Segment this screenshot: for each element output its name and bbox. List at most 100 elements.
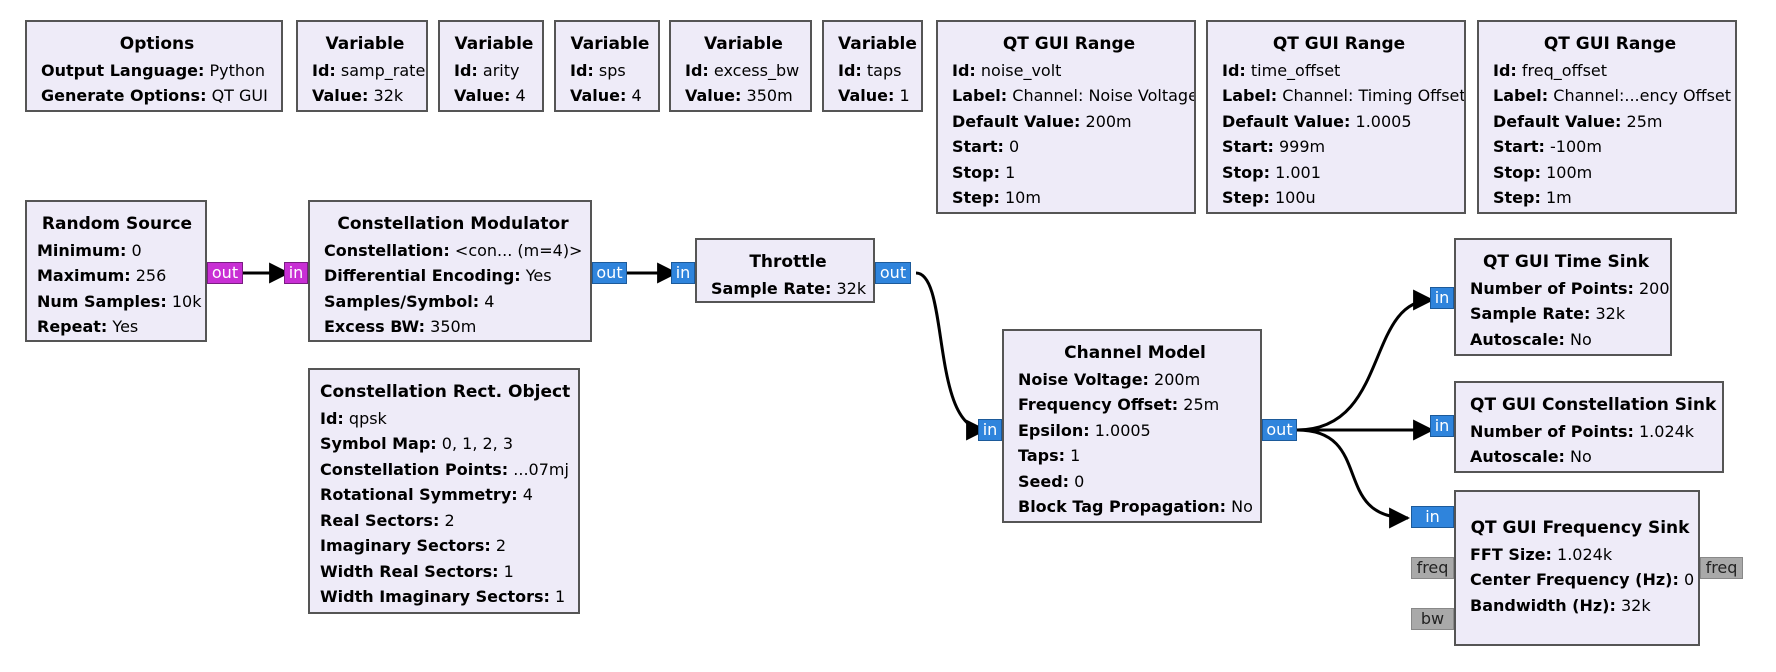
qt-gui-time-sink-block[interactable]: QT GUI Time Sink Number of Points: 200 S…: [1454, 238, 1672, 356]
qt-gui-range-noise-volt[interactable]: QT GUI Range Id: noise_volt Label: Chann…: [936, 20, 1196, 214]
block-title: Variable: [570, 34, 650, 54]
param-rotational-symmetry: Rotational Symmetry: 4: [320, 485, 533, 504]
wire-channel-to-freq-sink[interactable]: [1296, 428, 1411, 529]
param-differential-encoding: Differential Encoding: Yes: [324, 266, 552, 285]
param-sample-rate: Sample Rate: 32k: [1470, 304, 1626, 323]
param-constellation-points: Constellation Points: ...07mj: [320, 459, 569, 479]
param-value: Value: 4: [570, 86, 642, 105]
variable-block-samp-rate[interactable]: Variable Id: samp_rate Value: 32k: [296, 20, 428, 112]
random-source-block[interactable]: Random Source Minimum: 0 Maximum: 256 Nu…: [25, 200, 207, 342]
param-excess-bw: Excess BW: 350m: [324, 317, 477, 336]
param-bandwidth: Bandwidth (Hz): 32k: [1470, 595, 1651, 615]
param-repeat: Repeat: Yes: [37, 317, 139, 336]
block-title: QT GUI Range: [1002, 34, 1136, 54]
param-width-imaginary-sectors: Width Imaginary Sectors: 1: [320, 587, 566, 606]
param-maximum: Maximum: 256: [37, 266, 167, 285]
constellation-modulator-block[interactable]: Constellation Modulator Constellation: <…: [308, 200, 592, 342]
qt-gui-range-freq-offset[interactable]: QT GUI Range Id: freq_offset Label: Chan…: [1477, 20, 1737, 214]
param-sample-rate: Sample Rate: 32k: [711, 278, 867, 298]
qt-gui-constellation-sink-block[interactable]: QT GUI Constellation Sink Number of Poin…: [1454, 381, 1724, 473]
variable-block-arity[interactable]: Variable Id: arity Value: 4: [438, 20, 544, 112]
channel-model-block[interactable]: Channel Model Noise Voltage: 200m Freque…: [1002, 329, 1262, 523]
block-title: QT GUI Range: [1272, 34, 1406, 54]
param-number-of-points: Number of Points: 200: [1470, 278, 1670, 298]
block-title: Variable: [704, 34, 783, 54]
block-title: Options: [119, 34, 195, 54]
variable-block-sps[interactable]: Variable Id: sps Value: 4: [554, 20, 660, 112]
param-id: Id: samp_rate: [312, 60, 426, 80]
param-seed: Seed: 0: [1018, 471, 1085, 491]
block-title: QT GUI Time Sink: [1482, 252, 1650, 272]
channel-model-in-port[interactable]: in: [978, 419, 1002, 441]
const-sink-in-port[interactable]: in: [1430, 415, 1454, 437]
param-taps: Taps: 1: [1018, 446, 1081, 465]
block-title: Variable: [838, 34, 917, 54]
param-start: Start: 999m: [1222, 137, 1326, 156]
param-symbol-map: Symbol Map: 0, 1, 2, 3: [320, 434, 514, 453]
block-title: QT GUI Range: [1543, 34, 1677, 54]
variable-block-excess-bw[interactable]: Variable Id: excess_bw Value: 350m: [669, 20, 812, 112]
param-stop: Stop: 1.001: [1222, 162, 1321, 182]
param-imaginary-sectors: Imaginary Sectors: 2: [320, 536, 507, 555]
param-autoscale: Autoscale: No: [1470, 447, 1592, 466]
const-mod-in-port[interactable]: in: [284, 262, 308, 284]
param-id: Id: qpsk: [320, 408, 387, 428]
param-start: Start: -100m: [1493, 137, 1602, 156]
param-id: Id: time_offset: [1222, 60, 1341, 80]
param-epsilon: Epsilon: 1.0005: [1018, 420, 1151, 440]
throttle-in-port[interactable]: in: [671, 262, 695, 284]
param-id: Id: noise_volt: [952, 60, 1062, 80]
param-id: Id: arity: [454, 60, 520, 80]
param-value: Value: 350m: [685, 86, 793, 105]
block-title: Constellation Rect. Object: [320, 382, 571, 402]
random-source-out-port[interactable]: out: [207, 262, 243, 284]
param-center-frequency: Center Frequency (Hz): 0: [1470, 570, 1695, 589]
param-label: Label: Channel: Noise Voltage: [952, 86, 1196, 105]
const-mod-out-port[interactable]: out: [592, 262, 627, 284]
param-fft-size: FFT Size: 1.024k: [1470, 544, 1613, 564]
param-default-value: Default Value: 25m: [1493, 111, 1663, 131]
wire-throttle-to-channel[interactable]: [915, 271, 988, 441]
throttle-out-port[interactable]: out: [875, 262, 911, 284]
variable-block-taps[interactable]: Variable Id: taps Value: 1: [822, 20, 923, 112]
param-step: Step: 100u: [1222, 188, 1316, 207]
block-title: Variable: [454, 34, 534, 54]
block-title: Constellation Modulator: [337, 214, 569, 234]
param-output-language: Output Language: Python: [41, 60, 265, 80]
param-id: Id: taps: [838, 60, 902, 80]
freq-sink-freq-in-port[interactable]: freq: [1411, 557, 1454, 579]
throttle-block[interactable]: Throttle Sample Rate: 32k: [695, 238, 875, 303]
param-number-of-points: Number of Points: 1.024k: [1470, 421, 1695, 441]
param-generate-options: Generate Options: QT GUI: [41, 86, 268, 105]
param-autoscale: Autoscale: No: [1470, 329, 1592, 349]
qt-gui-frequency-sink-block[interactable]: QT GUI Frequency Sink FFT Size: 1.024k C…: [1454, 490, 1700, 646]
block-title: Random Source: [41, 214, 193, 234]
wire-channel-to-time-sink[interactable]: [1296, 289, 1435, 432]
block-title: Variable: [325, 34, 405, 54]
param-id: Id: excess_bw: [685, 60, 800, 80]
block-title: Channel Model: [1064, 343, 1206, 363]
options-block[interactable]: Options Output Language: Python Generate…: [25, 20, 283, 112]
param-block-tag-propagation: Block Tag Propagation: No: [1018, 497, 1253, 516]
param-start: Start: 0: [952, 137, 1020, 156]
qt-gui-range-time-offset[interactable]: QT GUI Range Id: time_offset Label: Chan…: [1206, 20, 1466, 214]
constellation-rect-object-block[interactable]: Constellation Rect. Object Id: qpsk Symb…: [308, 368, 580, 614]
param-real-sectors: Real Sectors: 2: [320, 510, 455, 530]
param-step: Step: 10m: [952, 188, 1041, 207]
param-step: Step: 1m: [1493, 188, 1572, 207]
time-sink-in-port[interactable]: in: [1430, 287, 1454, 309]
block-title: QT GUI Frequency Sink: [1470, 518, 1690, 538]
param-id: Id: freq_offset: [1493, 60, 1608, 80]
freq-sink-in-port[interactable]: in: [1411, 506, 1454, 528]
freq-sink-bw-in-port[interactable]: bw: [1411, 608, 1454, 630]
param-num-samples: Num Samples: 10k: [37, 291, 202, 311]
block-title: Throttle: [749, 252, 827, 272]
param-default-value: Default Value: 1.0005: [1222, 111, 1412, 131]
param-minimum: Minimum: 0: [37, 240, 142, 260]
param-label: Label: Channel:...ency Offset: [1493, 86, 1732, 105]
channel-model-out-port[interactable]: out: [1262, 419, 1297, 441]
freq-sink-freq-out-port[interactable]: freq: [1700, 557, 1743, 579]
param-samples-per-symbol: Samples/Symbol: 4: [324, 291, 495, 311]
